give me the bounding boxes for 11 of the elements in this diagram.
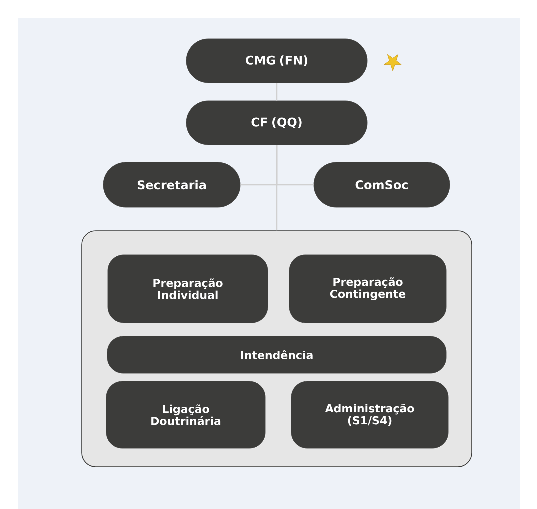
connector-line: [276, 83, 278, 101]
org-box: CMG (FN): [186, 38, 368, 84]
org-box: Intendência: [107, 336, 447, 374]
connector-line: [276, 145, 278, 231]
org-box: CF (QQ): [186, 100, 368, 146]
org-box: Preparação Contingente: [289, 254, 447, 324]
org-box: Preparação Individual: [108, 254, 268, 324]
org-box: Secretaria: [103, 162, 241, 208]
org-box: Ligação Doutrinária: [106, 381, 266, 449]
org-box: Administração (S1/S4): [291, 381, 449, 449]
org-box: ComSoc: [314, 162, 450, 208]
